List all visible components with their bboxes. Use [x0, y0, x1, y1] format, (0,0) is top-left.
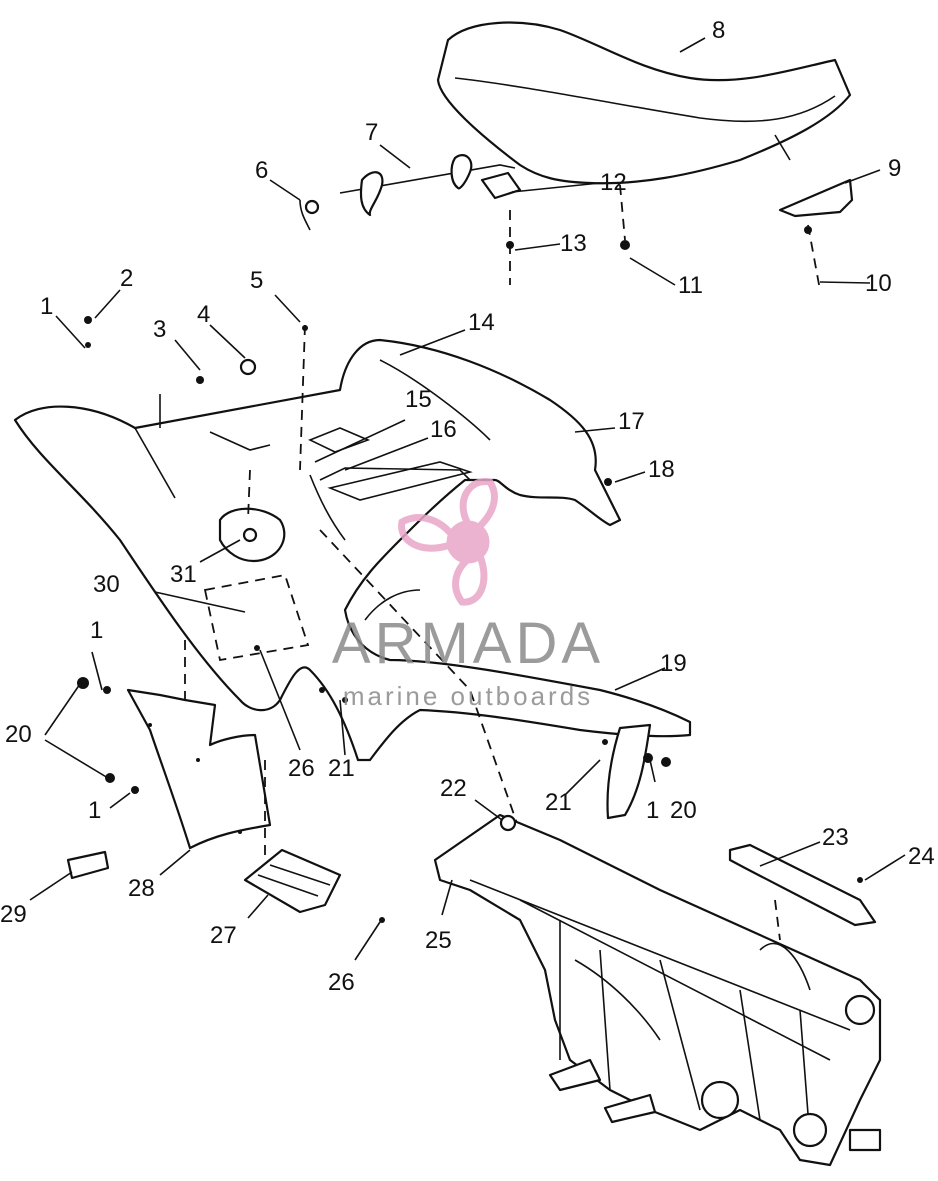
callout-11: 11 — [678, 272, 703, 299]
mud-flap — [126, 688, 272, 850]
latch-plate — [480, 171, 522, 200]
callout-24: 24 — [908, 843, 935, 870]
callout-8: 8 — [712, 17, 725, 44]
callout-9: 9 — [888, 155, 901, 182]
callout-4: 4 — [197, 301, 210, 328]
callout-29: 29 — [0, 901, 27, 928]
license-plate-area — [184, 573, 310, 700]
callout-28: 28 — [128, 875, 155, 902]
seat-bracket — [778, 178, 854, 218]
callout-13: 13 — [560, 230, 587, 257]
callout-14: 14 — [468, 309, 495, 336]
footrest-bracket — [243, 848, 342, 914]
callout-22: 22 — [440, 775, 467, 802]
watermark-tagline: marine outboards — [343, 681, 593, 711]
callout-10: 10 — [865, 270, 892, 297]
propeller-logo-icon — [398, 478, 498, 606]
latch-cable — [339, 154, 516, 217]
callout-5: 5 — [250, 267, 263, 294]
seat — [436, 21, 852, 185]
watermark-brand: ARMADA — [332, 611, 604, 676]
callout-1-lower: 1 — [88, 797, 101, 824]
callout-1-top: 1 — [40, 293, 53, 320]
callout-1-right: 1 — [646, 797, 659, 824]
callout-17: 17 — [618, 408, 645, 435]
frame — [433, 813, 882, 1167]
callout-26-lower: 26 — [328, 969, 355, 996]
leader-lines — [29, 37, 906, 961]
small-bracket — [66, 850, 110, 880]
assembly-lines — [247, 184, 821, 941]
callout-1-left: 1 — [90, 617, 103, 644]
callout-21-left: 21 — [328, 755, 355, 782]
callout-labels: 8 9 10 11 12 13 7 6 1 2 3 4 5 14 15 16 1… — [0, 17, 935, 996]
callout-12: 12 — [600, 169, 627, 196]
callout-25: 25 — [425, 927, 452, 954]
hardware-top — [84, 226, 812, 486]
callout-2: 2 — [120, 265, 133, 292]
callout-6: 6 — [255, 157, 268, 184]
frame-plate — [728, 843, 877, 927]
callout-3: 3 — [153, 316, 166, 343]
callout-27: 27 — [210, 922, 237, 949]
watermark: ARMADA marine outboards — [332, 478, 604, 711]
callout-15: 15 — [405, 386, 432, 413]
callout-20-left: 20 — [5, 721, 32, 748]
spring — [299, 199, 320, 231]
right-flap — [606, 723, 652, 820]
callout-21-right: 21 — [545, 789, 572, 816]
callout-20-right: 20 — [670, 797, 697, 824]
callout-26-upper: 26 — [288, 755, 315, 782]
callout-18: 18 — [648, 456, 675, 483]
callout-7: 7 — [365, 119, 378, 146]
callout-16: 16 — [430, 416, 457, 443]
callout-31: 31 — [170, 561, 197, 588]
callout-23: 23 — [822, 824, 849, 851]
callout-19: 19 — [660, 650, 687, 677]
callout-30: 30 — [93, 571, 120, 598]
